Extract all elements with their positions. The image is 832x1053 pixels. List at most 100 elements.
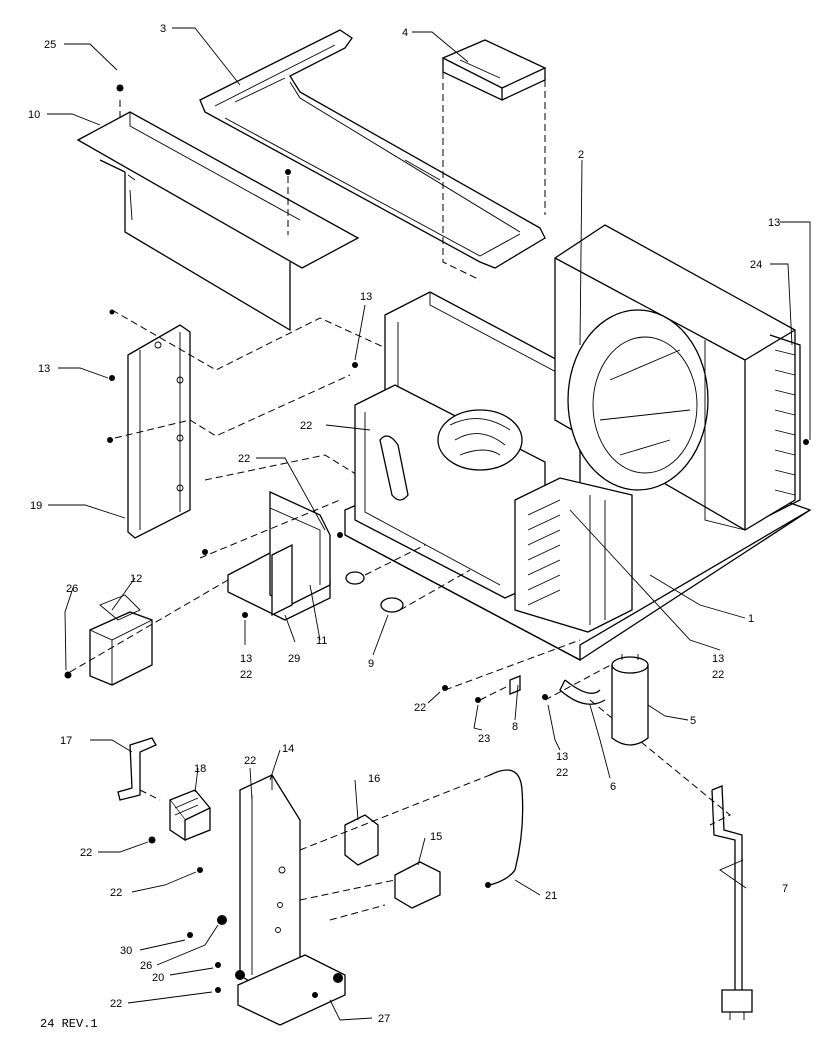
screw <box>337 532 343 538</box>
screw <box>116 84 124 92</box>
callout-21: 21 <box>545 890 557 902</box>
part-control-bracket <box>227 490 331 621</box>
screw <box>333 973 343 983</box>
part-strap <box>559 679 606 705</box>
screw <box>235 970 245 980</box>
callout-20: 19 <box>30 500 42 512</box>
callout-30: 30 <box>120 945 132 957</box>
callout-6: 6 <box>610 781 616 793</box>
callout-24: 23 <box>478 733 490 745</box>
part-switch-bracket <box>117 737 157 801</box>
part-clip <box>380 597 404 613</box>
screw <box>64 671 72 679</box>
guide-line <box>299 774 491 921</box>
callout-25: 24 <box>750 259 762 271</box>
callout-12: 12 <box>130 573 142 585</box>
part-thermostat <box>344 814 379 866</box>
screw <box>187 932 193 938</box>
callout-13: 13 <box>38 363 50 375</box>
screw <box>197 867 203 873</box>
part-rotary-switch <box>168 789 212 842</box>
screw <box>107 437 113 443</box>
callout-13: 13 <box>556 751 568 763</box>
callout-labels: 25 3 4 10 2 13 24 13 13 22 22 19 26 12 1… <box>28 23 788 1025</box>
callout-28: 27 <box>378 1013 390 1025</box>
drawing-revision-label: 24 REV.1 <box>40 1017 98 1031</box>
part-condenser-coil <box>769 334 801 516</box>
screw <box>242 612 248 618</box>
leader-lines <box>47 27 811 1021</box>
screw <box>148 836 156 844</box>
callout-13: 13 <box>712 653 724 665</box>
screw <box>202 549 208 555</box>
part-side-rail <box>127 324 191 539</box>
callout-18: 18 <box>194 763 206 775</box>
sensor-bulb <box>485 882 491 888</box>
callout-13: 13 <box>768 217 780 229</box>
screw <box>312 992 318 998</box>
part-small-clip <box>509 675 521 695</box>
callout-22: 22 <box>110 998 122 1010</box>
callout-22: 22 <box>238 453 250 465</box>
part-bracket <box>441 39 547 102</box>
callout-13: 13 <box>360 291 372 303</box>
callout-1: 1 <box>748 613 754 625</box>
callout-17: 17 <box>60 735 72 747</box>
callout-22: 22 <box>556 767 568 779</box>
callout-11: 11 <box>316 635 327 647</box>
callout-27: 26 <box>140 960 152 972</box>
guide-line <box>199 499 471 611</box>
callout-22: 22 <box>240 669 252 681</box>
part-relay-box <box>89 594 153 686</box>
screw <box>215 962 221 968</box>
callout-15: 15 <box>430 831 442 843</box>
part-clip <box>345 571 365 585</box>
screw <box>803 439 809 445</box>
guide-line <box>69 579 229 673</box>
screw <box>215 987 221 993</box>
guide-line <box>444 639 731 826</box>
screw <box>475 697 481 703</box>
callout-5: 5 <box>690 715 696 727</box>
screw <box>217 915 227 925</box>
guide-line <box>111 309 431 521</box>
guide-line <box>139 789 161 801</box>
callout-7: 7 <box>782 883 788 895</box>
callout-9: 9 <box>368 658 374 670</box>
screw <box>542 694 548 700</box>
screw <box>285 169 291 175</box>
callout-10: 10 <box>28 109 40 121</box>
callout-22: 22 <box>414 702 426 714</box>
callout-13: 13 <box>240 653 252 665</box>
callout-22: 22 <box>110 887 122 899</box>
callout-14: 14 <box>282 743 294 755</box>
callout-26: 26 <box>66 583 78 595</box>
part-bottom-bracket <box>237 954 346 1026</box>
callout-2: 2 <box>578 149 584 161</box>
callout-8: 8 <box>512 721 518 733</box>
screw <box>442 685 448 691</box>
callout-22: 22 <box>244 755 256 767</box>
callout-26: 25 <box>44 39 56 51</box>
part-sensor-wire <box>489 769 524 886</box>
part-evaporator-coil <box>514 477 633 633</box>
part-capacitor <box>611 654 649 746</box>
screw <box>109 375 115 381</box>
callout-22: 22 <box>300 420 312 432</box>
callout-16: 16 <box>368 773 380 785</box>
callout-19: 20 <box>152 972 164 984</box>
callout-23: 22 <box>80 847 92 859</box>
callout-4: 4 <box>402 27 408 39</box>
part-selector-switch <box>394 861 441 909</box>
part-power-cord <box>711 785 753 1020</box>
part-control-panel <box>239 774 301 991</box>
screw <box>352 362 358 368</box>
part-condenser-shroud <box>554 224 796 531</box>
callout-22: 22 <box>712 669 724 681</box>
guide-line <box>442 72 546 281</box>
part-top-panel <box>76 111 360 332</box>
callout-29: 29 <box>288 653 300 665</box>
part-top-cover <box>199 29 546 269</box>
callout-3: 3 <box>160 23 166 35</box>
